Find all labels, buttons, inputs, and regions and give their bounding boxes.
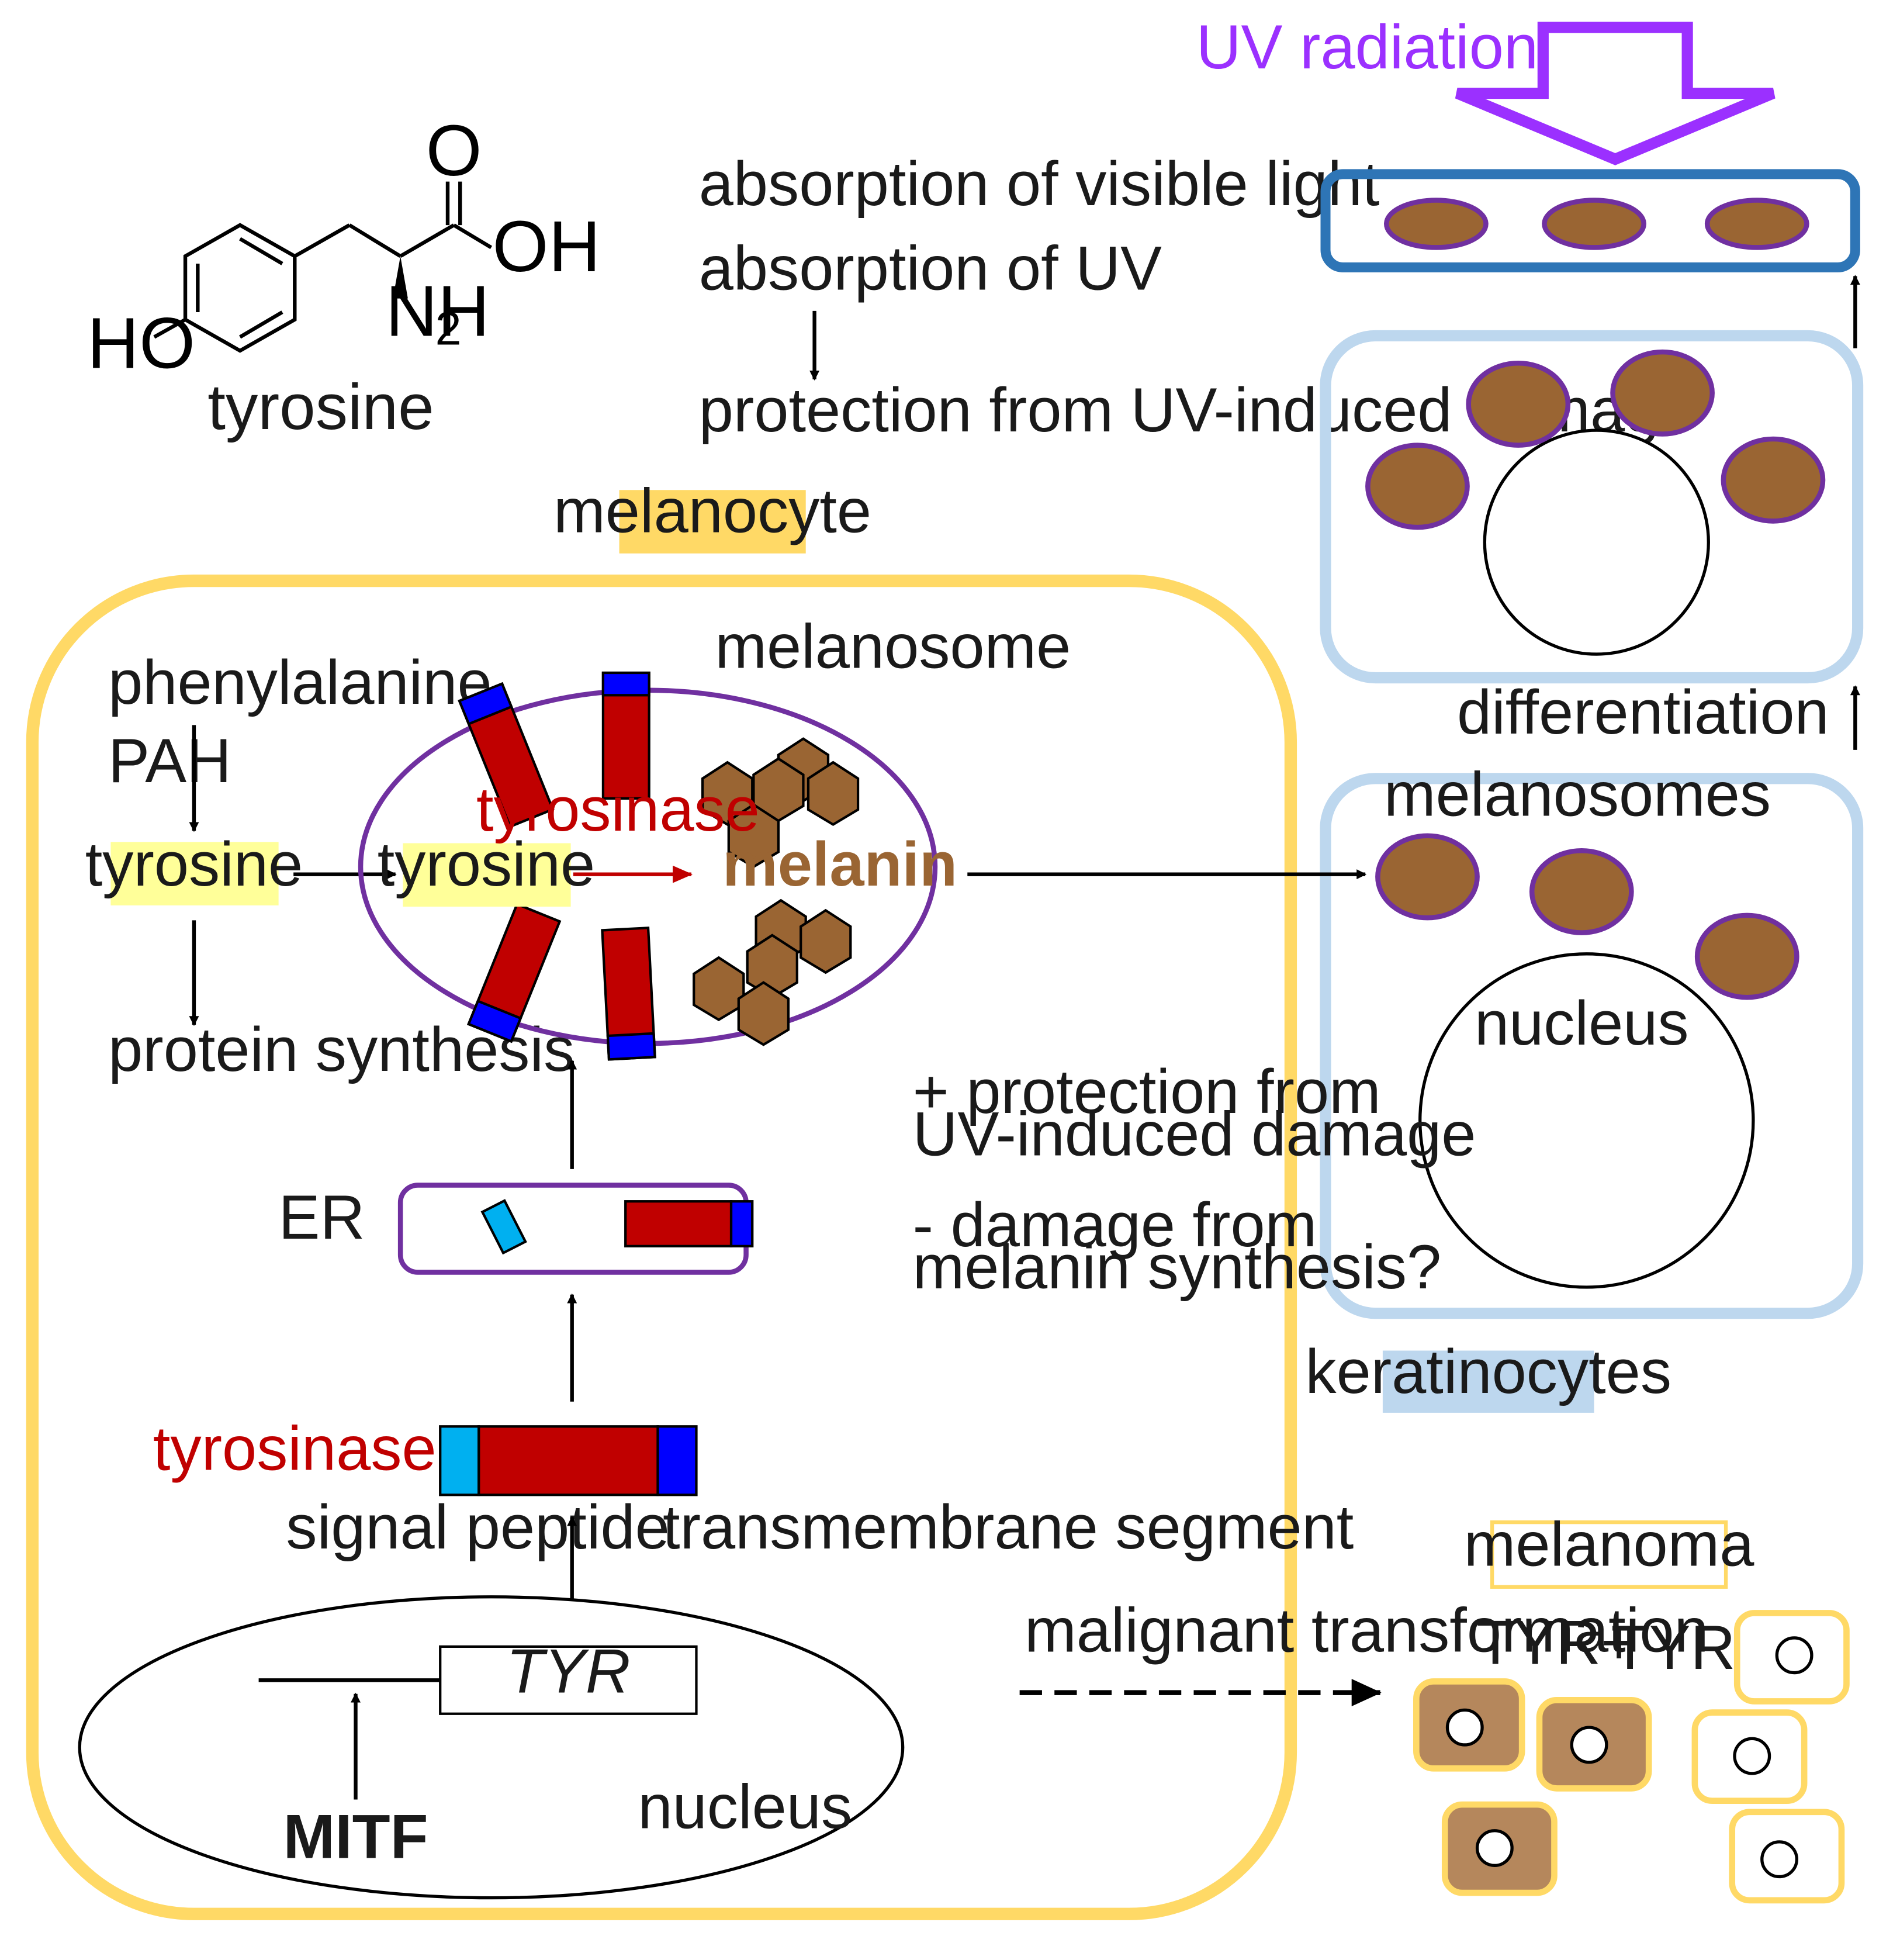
- effect-damage-line2: melanin synthesis?: [913, 1232, 1442, 1302]
- keratinocyte-middle-nucleus: [1483, 428, 1710, 656]
- keratinocytes-badge: keratinocytes: [1305, 1337, 1671, 1406]
- melanosome-tyrosinase-upper-right: [601, 671, 650, 800]
- keratinocyte-melanosome-2: [1529, 848, 1634, 935]
- tyrosine-inside-label: tyrosine: [378, 829, 595, 899]
- tyrosine-structure: [153, 181, 493, 353]
- tyr-positive-cell-1: [1413, 1678, 1525, 1772]
- keratinocytes-badge-bg: [1382, 1350, 1594, 1413]
- keratinocyte-melanosome-1: [1375, 833, 1480, 921]
- tyr-positive-cell-2: [1536, 1697, 1652, 1792]
- melanocyte-badge-bg: [619, 490, 806, 554]
- melanin-cluster-lower: [693, 898, 852, 1046]
- uv-label: UV radiation: [1196, 12, 1538, 82]
- effect-protection-line1: + protection from: [913, 1057, 1381, 1126]
- tyrosine-outside-label: tyrosine: [85, 829, 303, 899]
- tyrosinase-enzyme-label: tyrosinase: [476, 775, 760, 844]
- function-uv-absorption: absorption of UV: [699, 234, 1162, 303]
- melanosome-label: melanosome: [715, 611, 1071, 681]
- tyrosine-outside-bg: [110, 842, 279, 905]
- melanosome-tyrosinase-upper-left: [458, 682, 555, 828]
- er-label: ER: [279, 1183, 365, 1252]
- tyrosinase-protein-label: tyrosinase: [153, 1414, 437, 1484]
- melanin-cluster-upper: [701, 737, 860, 869]
- transmembrane-segment-label: transmembrane segment: [663, 1492, 1354, 1562]
- stratum-melanin-3: [1704, 198, 1809, 250]
- tyr-gene-box: [439, 1645, 698, 1715]
- carbonyl-oxygen-label: O: [426, 110, 482, 191]
- mitf-label: MITF: [283, 1802, 428, 1872]
- amine-label: NH: [386, 271, 490, 351]
- stratum-melanin-2: [1542, 198, 1646, 250]
- effect-damage-line1: - damage from: [913, 1190, 1317, 1260]
- amine-subscript: 2: [435, 302, 462, 355]
- melanocyte-badge: melanocyte: [553, 476, 871, 546]
- melanocyte-nucleus-label: nucleus: [638, 1772, 852, 1841]
- tyr-negative-cell-1: [1733, 1610, 1850, 1705]
- differentiation-label: differentiation: [1457, 677, 1829, 747]
- cap-melanin-2: [1610, 349, 1715, 437]
- tyrosinase-precursor: [439, 1425, 698, 1496]
- tyrosine-inside-bg: [403, 843, 571, 907]
- malignant-transformation-label: malignant transformation: [1025, 1595, 1709, 1665]
- hydroxyl-label: OH: [493, 206, 601, 287]
- melanin-label: melanin: [722, 829, 957, 899]
- er-tyrosinase: [624, 1200, 754, 1247]
- tyr-positive-cell-3: [1441, 1801, 1558, 1896]
- tyrosine-caption: tyrosine: [207, 371, 434, 443]
- phenol-hydroxyl-label: HO: [87, 303, 195, 384]
- tyr-gene-label: TYR: [506, 1637, 631, 1706]
- uv-arrow: [1455, 22, 1776, 165]
- phenylalanine-label: phenylalanine: [108, 648, 492, 717]
- melanoma-badge: melanoma: [1464, 1510, 1754, 1579]
- keratinocyte-nucleus-label: nucleus: [1475, 988, 1689, 1058]
- melanosome-tyrosinase-lower-left: [467, 903, 562, 1043]
- stratum-layer: [1320, 169, 1860, 272]
- tyr-negative-label: TYR-: [1611, 1613, 1756, 1682]
- melanocyte-nucleus: [78, 1595, 905, 1900]
- effect-protection-line2: UV-induced damage: [913, 1099, 1476, 1169]
- melanocyte-cell: [26, 574, 1297, 1920]
- melanoma-badge-box: [1490, 1520, 1728, 1589]
- stratum-melanin-1: [1384, 198, 1489, 250]
- keratinocyte-lower: [1320, 773, 1864, 1319]
- tyr-negative-cell-2: [1691, 1709, 1808, 1804]
- function-visible-light: absorption of visible light: [699, 149, 1380, 219]
- cap-melanin-4: [1721, 436, 1826, 524]
- melanosomes-label: melanosomes: [1384, 760, 1771, 829]
- cap-melanin-3: [1365, 443, 1470, 530]
- keratinocyte-middle: [1320, 330, 1864, 684]
- cleaved-signal-peptide: [480, 1199, 527, 1255]
- keratinocyte-nucleus: [1418, 952, 1755, 1289]
- melanosome-tyrosinase-lower-right: [601, 927, 656, 1061]
- pah-label: PAH: [108, 726, 231, 796]
- cap-melanin-1: [1466, 360, 1571, 448]
- signal-peptide-label: signal peptide: [286, 1492, 669, 1562]
- keratinocyte-melanosome-3: [1694, 912, 1799, 1000]
- tyr-positive-label: TYR+: [1476, 1608, 1637, 1678]
- tyr-negative-cell-3: [1729, 1809, 1845, 1904]
